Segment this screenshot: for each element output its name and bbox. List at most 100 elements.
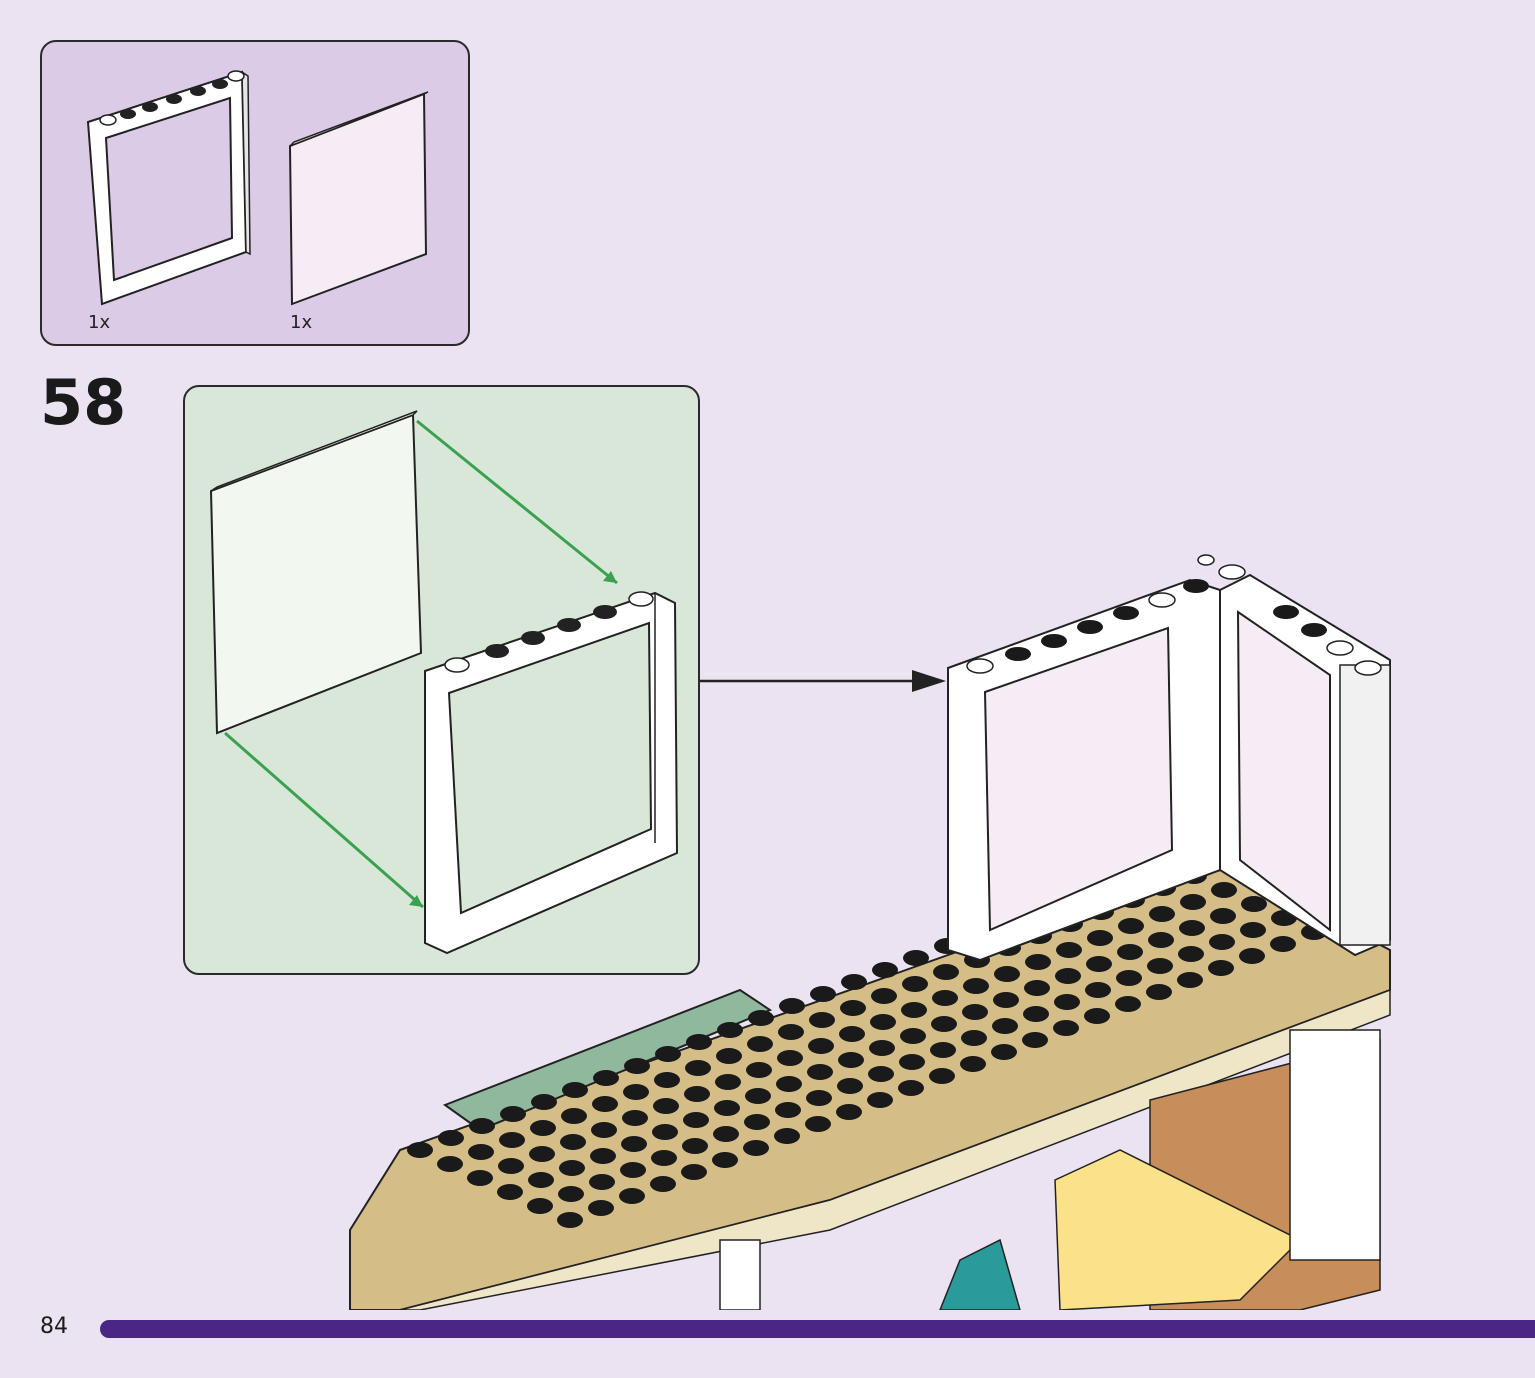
stud	[1115, 996, 1141, 1012]
stud	[717, 1022, 743, 1038]
stud	[867, 1092, 893, 1108]
stud	[747, 1036, 773, 1052]
progress-bar	[100, 1320, 1535, 1338]
stud	[1239, 948, 1265, 964]
stud	[837, 1078, 863, 1094]
stud	[588, 1200, 614, 1216]
stud	[497, 1184, 523, 1200]
stud	[437, 1156, 463, 1172]
stud	[932, 990, 958, 1006]
stud	[868, 1066, 894, 1082]
stud	[1148, 932, 1174, 948]
stud	[809, 1012, 835, 1028]
stud	[931, 1016, 957, 1032]
part-quantity: 1x	[290, 312, 313, 333]
stud	[1177, 972, 1203, 988]
stud	[743, 1140, 769, 1156]
stud	[1211, 882, 1237, 898]
parts-list: 1x 1x	[40, 40, 470, 346]
stud	[777, 1050, 803, 1066]
stud	[1053, 1020, 1079, 1036]
stud	[561, 1108, 587, 1124]
stud	[872, 962, 898, 978]
callout-box	[183, 385, 700, 975]
page-number: 84	[40, 1314, 68, 1339]
stud	[807, 1064, 833, 1080]
stud	[653, 1098, 679, 1114]
stud	[901, 1002, 927, 1018]
window-frame-icon	[86, 70, 251, 306]
stud	[557, 1212, 583, 1228]
stud	[1146, 984, 1172, 1000]
stud	[899, 1054, 925, 1070]
stud	[963, 978, 989, 994]
stud	[713, 1126, 739, 1142]
stud	[651, 1150, 677, 1166]
stud	[558, 1186, 584, 1202]
stud	[1054, 994, 1080, 1010]
stud	[1084, 1008, 1110, 1024]
stud	[1024, 980, 1050, 996]
pointer-arrow-icon	[700, 670, 946, 692]
stud	[1208, 960, 1234, 976]
stud	[1210, 908, 1236, 924]
stud	[839, 1026, 865, 1042]
step-number: 58	[40, 366, 127, 439]
stud	[560, 1134, 586, 1150]
stud	[929, 1068, 955, 1084]
stud	[962, 1004, 988, 1020]
stud	[682, 1138, 708, 1154]
stud	[528, 1172, 554, 1188]
green-arrow-icon	[224, 419, 618, 909]
stud	[930, 1042, 956, 1058]
stud	[871, 988, 897, 1004]
stud	[1023, 1006, 1049, 1022]
stud	[1180, 894, 1206, 910]
stud	[683, 1112, 709, 1128]
stud	[1056, 942, 1082, 958]
stud	[1086, 956, 1112, 972]
stud	[593, 1070, 619, 1086]
stud	[903, 950, 929, 966]
stud	[712, 1152, 738, 1168]
stud	[1179, 920, 1205, 936]
stud	[1116, 970, 1142, 986]
stud	[715, 1074, 741, 1090]
stud	[407, 1142, 433, 1158]
stud	[591, 1122, 617, 1138]
stud	[961, 1030, 987, 1046]
stud	[685, 1060, 711, 1076]
stud	[1118, 918, 1144, 934]
stud	[746, 1062, 772, 1078]
stud	[1055, 968, 1081, 984]
stud	[623, 1084, 649, 1100]
stud	[1178, 946, 1204, 962]
stud	[870, 1014, 896, 1030]
stud	[805, 1116, 831, 1132]
stud	[500, 1106, 526, 1122]
stud	[589, 1174, 615, 1190]
stud	[622, 1110, 648, 1126]
stud	[684, 1086, 710, 1102]
stud	[681, 1164, 707, 1180]
stud	[745, 1088, 771, 1104]
stud	[1270, 936, 1296, 952]
stud	[1117, 944, 1143, 960]
stud	[619, 1188, 645, 1204]
stud	[902, 976, 928, 992]
stud	[806, 1090, 832, 1106]
stud	[748, 1010, 774, 1026]
stud	[775, 1102, 801, 1118]
stud	[900, 1028, 926, 1044]
stud	[1149, 906, 1175, 922]
stud	[992, 1018, 1018, 1034]
window-glass-icon	[288, 91, 429, 306]
stud	[1241, 896, 1267, 912]
stud	[808, 1038, 834, 1054]
stud	[841, 974, 867, 990]
stud	[686, 1034, 712, 1050]
stud	[778, 1024, 804, 1040]
stud	[1025, 954, 1051, 970]
stud	[716, 1048, 742, 1064]
stud	[1085, 982, 1111, 998]
